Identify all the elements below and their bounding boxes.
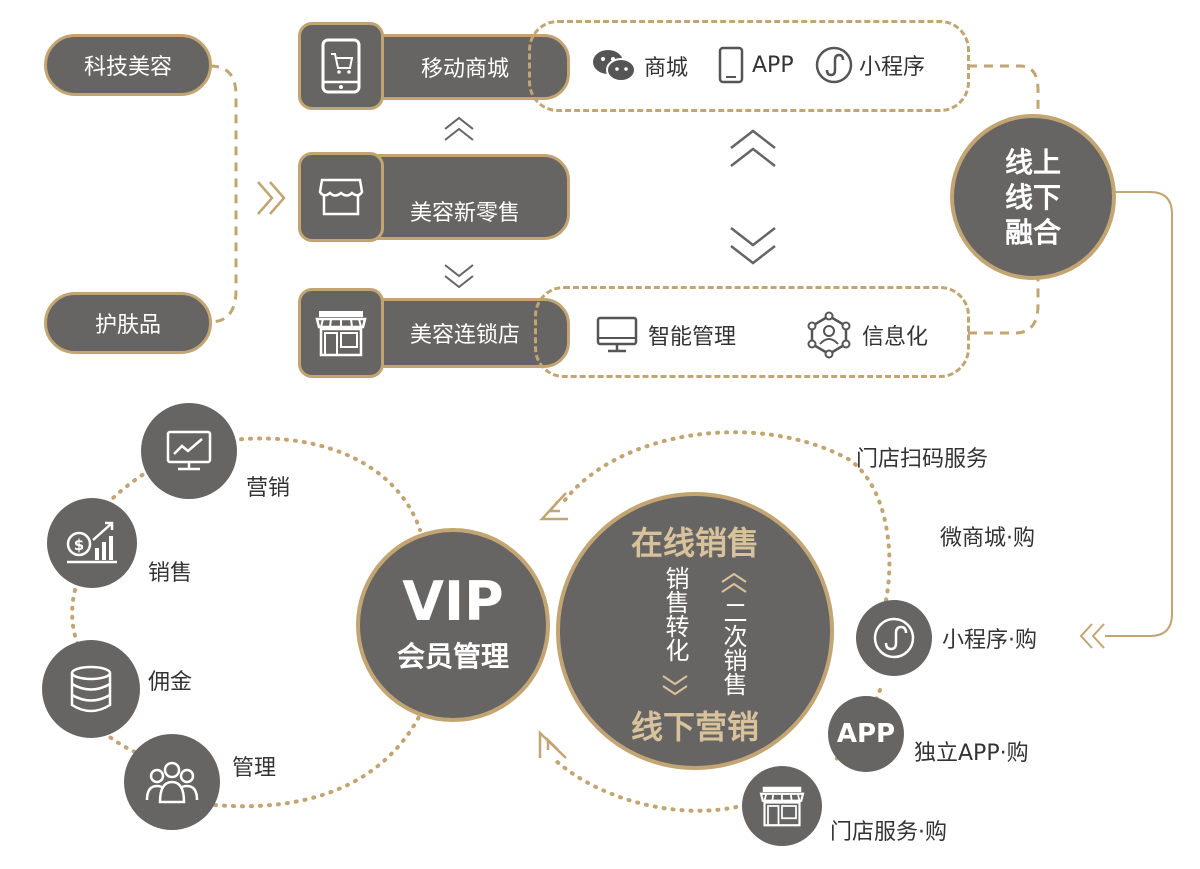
offline-channels-box (534, 286, 970, 378)
app-badge-text: APP (836, 719, 896, 749)
standalone-app-purchase-label: 独立APP·购 (914, 741, 1029, 766)
sales-label: 销售 (148, 561, 193, 586)
online-sales-title: 在线销售 (630, 524, 759, 562)
arrow-loop-top-icon (539, 492, 568, 521)
marketing-icon-circle[interactable] (141, 403, 237, 499)
store-service-purchase-label: 门店服务·购 (830, 820, 947, 845)
wechat-mall-item[interactable]: 商城 (592, 48, 688, 84)
informatization-item[interactable]: 信息化 (806, 311, 929, 359)
skincare-label: 护肤品 (94, 313, 161, 338)
chevron-down-double-icon (444, 264, 474, 289)
tech-beauty-pill[interactable]: 科技美容 (44, 34, 212, 96)
arrow-loop-bottom-icon (538, 730, 567, 759)
management-icon-circle[interactable] (124, 734, 220, 830)
online-channels-box (528, 20, 970, 112)
tech-beauty-label: 科技美容 (83, 55, 172, 80)
mobile-mall-label: 移动商城 (420, 57, 509, 82)
vip-membership-circle[interactable]: VIP 会员管理 (356, 528, 550, 722)
miniprogram-label: 小程序 (859, 55, 926, 80)
miniprogram-item[interactable]: 小程序 (815, 46, 925, 84)
wechat-mall-label: 商城 (644, 56, 689, 81)
skincare-pill[interactable]: 护肤品 (44, 292, 212, 354)
chevron-down-large-icon (730, 227, 776, 265)
chevron-up-double-icon (444, 116, 474, 141)
chevron-right-double-icon (257, 181, 286, 215)
sales-icon-circle[interactable]: $ (47, 498, 137, 588)
phone-icon (718, 46, 744, 84)
online-offline-fusion-circle[interactable]: 线上 线下 融合 (950, 114, 1116, 280)
miniprogram-purchase-label: 小程序·购 (942, 628, 1037, 653)
fusion-line-1: 线上 (1004, 145, 1061, 179)
vip-subtitle: 会员管理 (396, 640, 509, 673)
database-icon (70, 665, 112, 713)
management-label: 管理 (232, 756, 277, 781)
shop-front-icon (315, 311, 367, 357)
commission-label: 佣金 (148, 670, 193, 695)
wechat-mall-purchase-label: 微商城·购 (940, 526, 1035, 551)
informatization-label: 信息化 (862, 325, 929, 350)
money-growth-icon: $ (66, 521, 117, 564)
chevron-left-double-icon (1079, 623, 1105, 649)
commission-icon-circle[interactable] (42, 640, 140, 738)
monitor-icon (596, 316, 638, 353)
secondary-sales-vertical: 二次销售 (719, 600, 747, 696)
chevron-up-large-icon (730, 129, 776, 167)
fusion-line-3: 融合 (1004, 215, 1061, 249)
new-retail-icon-tile (298, 152, 384, 242)
chevron-down-small-icon (662, 675, 688, 696)
app-label: APP (752, 52, 794, 78)
app-item[interactable]: APP (718, 46, 794, 84)
new-retail-label: 美容新零售 (409, 201, 520, 226)
trend-chart-icon (166, 430, 212, 471)
sales-cycle-circle[interactable] (556, 492, 834, 770)
chevron-up-small-icon (721, 572, 747, 593)
app-purchase-badge[interactable]: APP (828, 696, 904, 772)
smart-management-item[interactable]: 智能管理 (596, 316, 736, 354)
chain-store-icon-tile (298, 288, 384, 378)
marketing-label: 营销 (246, 476, 291, 501)
shop-front-white-icon (759, 786, 805, 827)
vip-title: VIP (402, 570, 504, 633)
svg-text:$: $ (74, 536, 84, 554)
users-group-icon (145, 761, 199, 804)
miniprogram-purchase-icon-circle[interactable] (856, 600, 932, 676)
mobile-mall-icon-tile (298, 22, 384, 110)
new-retail-bar[interactable]: 美容新零售 (360, 154, 570, 240)
wechat-icon (593, 50, 636, 82)
smart-management-label: 智能管理 (648, 325, 737, 350)
store-awning-icon (318, 178, 364, 216)
sales-conversion-vertical: 销售转化 (661, 566, 689, 662)
offline-marketing-title: 线下营销 (630, 708, 759, 746)
miniprogram-icon (815, 46, 853, 84)
chain-store-label: 美容连锁店 (409, 323, 520, 348)
mobile-cart-icon (321, 38, 361, 94)
fusion-line-2: 线下 (1004, 180, 1061, 214)
miniprogram-white-icon (873, 617, 915, 659)
network-user-icon (807, 311, 851, 359)
store-scan-service-label: 门店扫码服务 (856, 447, 989, 472)
store-purchase-icon-circle[interactable] (742, 766, 822, 846)
